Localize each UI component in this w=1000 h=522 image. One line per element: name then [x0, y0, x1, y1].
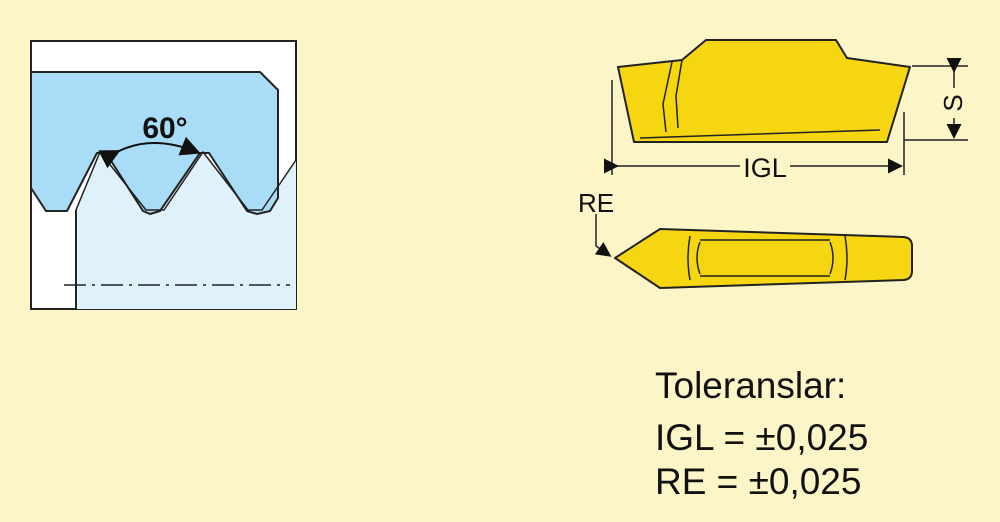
insert-side-body [614, 228, 913, 289]
thread-profile-panel: 60° [30, 40, 297, 310]
s-label: S [938, 94, 968, 111]
insert-side-details [687, 235, 848, 281]
re-label: RE [578, 188, 614, 218]
insert-top-view: IGL S [604, 39, 968, 183]
insert-flute [639, 59, 881, 139]
tolerance-igl: IGL = ±0,025 [655, 417, 869, 458]
re-leader [594, 214, 612, 257]
angle-arc [98, 136, 201, 169]
insert-side-view: RE [578, 188, 913, 289]
igl-label: IGL [743, 153, 787, 183]
tolerance-re: RE = ±0,025 [655, 461, 862, 502]
igl-label-bg [740, 152, 790, 180]
angle-label: 60° [142, 112, 187, 145]
s-label-bg [944, 88, 966, 118]
insert-top-body [617, 39, 911, 143]
tolerances-heading: Toleranslar: [655, 365, 847, 406]
